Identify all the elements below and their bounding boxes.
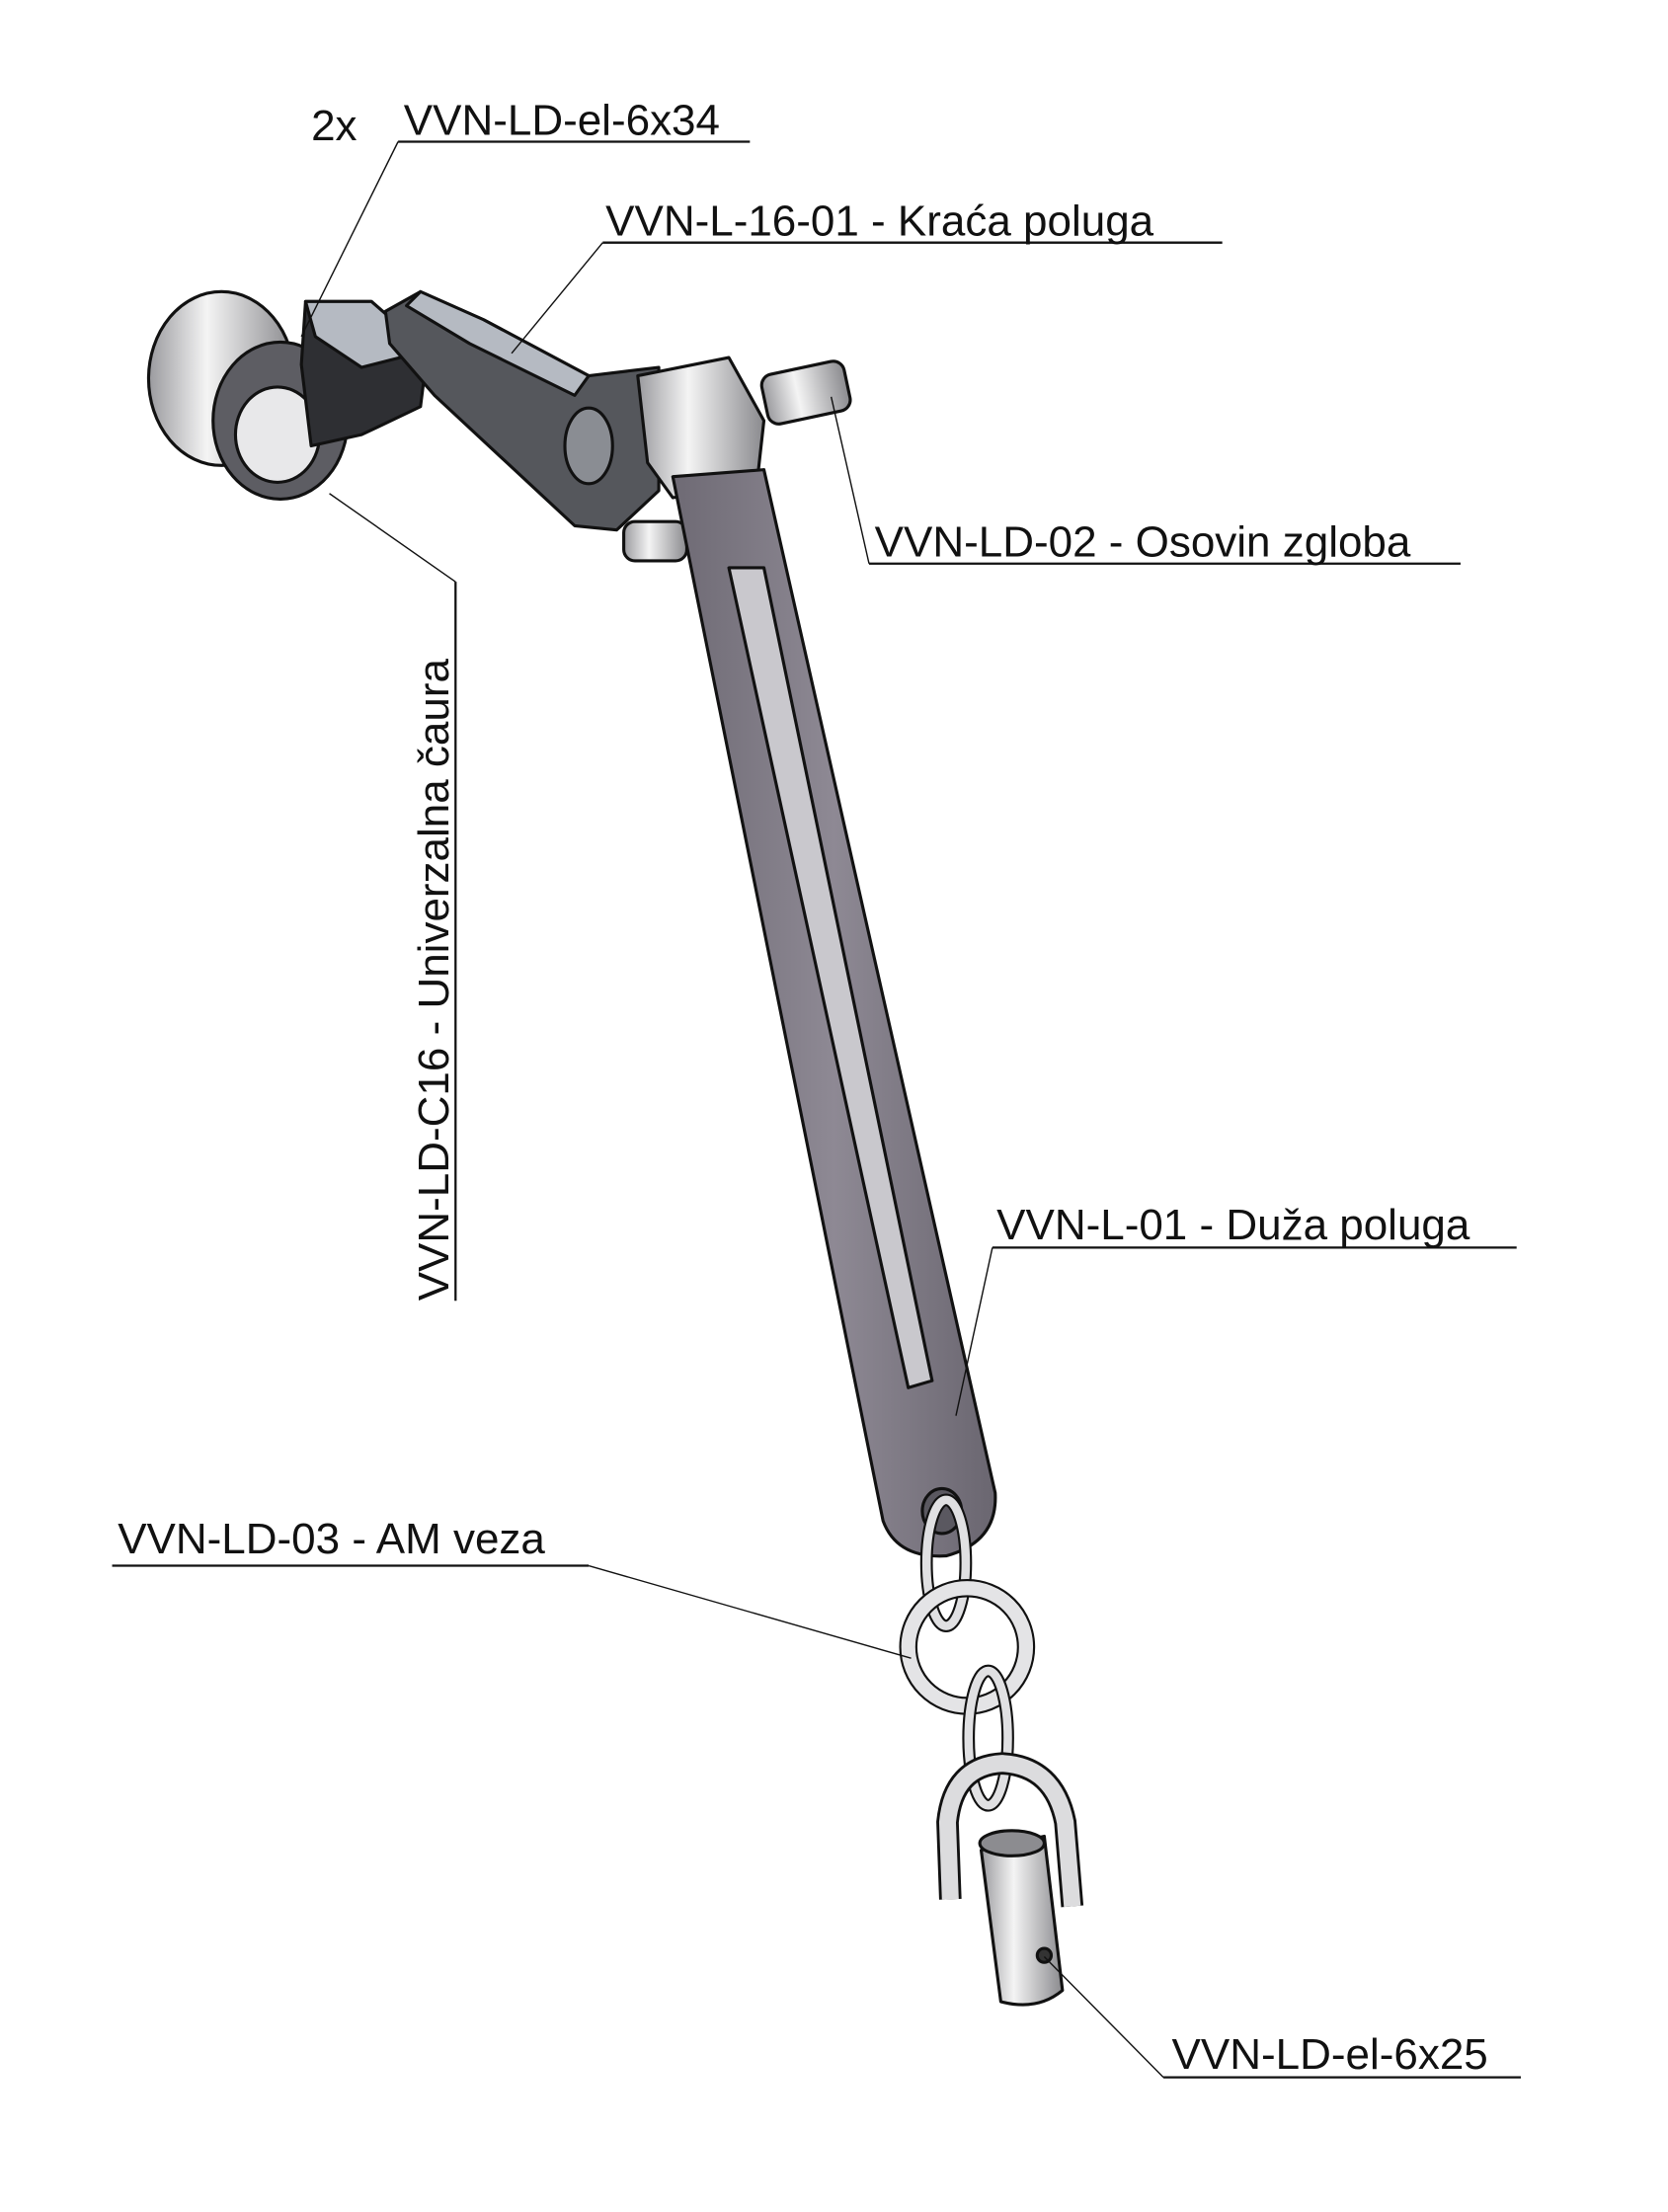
- long-lever-label: VVN-L-01 - Duža poluga: [996, 1201, 1470, 1249]
- callout-screw-bottom: VVN-LD-el-6x25: [1043, 1956, 1521, 2079]
- callout-short-lever: VVN-L-16-01 - Kraća poluga: [511, 198, 1223, 355]
- callout-long-lever: VVN-L-01 - Duža poluga: [955, 1201, 1517, 1416]
- pivot-pin-label: VVN-LD-02 - Osovin zgloba: [875, 518, 1411, 567]
- leader-line: [329, 493, 456, 583]
- leader-line: [300, 141, 399, 338]
- leader-line: [830, 396, 870, 564]
- short-lever-part: [383, 289, 661, 532]
- bottom-shackle-part: [936, 1752, 1084, 2007]
- callout-screw-top: 2x VVN-LD-el-6x34: [300, 96, 751, 338]
- callout-am-link: VVN-LD-03 - AM veza: [112, 1515, 912, 1659]
- long-lever-part: [671, 468, 997, 1558]
- leader-line: [1043, 1956, 1164, 2079]
- pivot-pin-part: [622, 356, 852, 563]
- quantity-label: 2x: [311, 102, 357, 150]
- callout-pivot-pin: VVN-LD-02 - Osovin zgloba: [830, 396, 1461, 567]
- universal-sleeve-label: VVN-LD-C16 - Univerzalna čaura: [410, 659, 458, 1302]
- leader-line: [955, 1247, 993, 1416]
- screw-top-label: VVN-LD-el-6x34: [404, 96, 720, 144]
- am-link-part: [899, 1493, 1036, 1812]
- callout-universal-sleeve: VVN-LD-C16 - Univerzalna čaura: [329, 493, 458, 1302]
- short-lever-label: VVN-L-16-01 - Kraća poluga: [605, 198, 1154, 246]
- leader-line: [588, 1564, 912, 1659]
- am-link-label: VVN-LD-03 - AM veza: [118, 1515, 545, 1563]
- screw-bottom-label: VVN-LD-el-6x25: [1172, 2030, 1488, 2079]
- leader-line: [511, 242, 603, 355]
